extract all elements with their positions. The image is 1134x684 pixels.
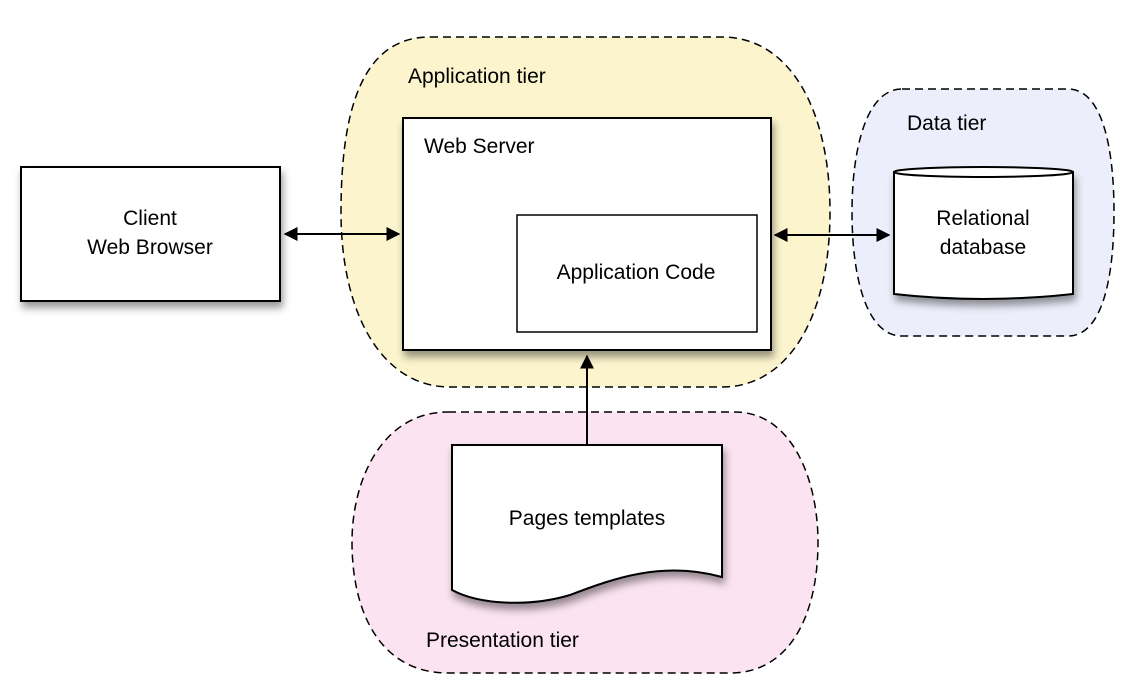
connectors	[283, 227, 891, 445]
database-label-line2: database	[940, 236, 1026, 259]
application-code-node: Application Code	[516, 214, 758, 333]
database-cylinder-body	[893, 171, 1074, 300]
web-server-label: Web Server	[424, 135, 535, 158]
application-code-label: Application Code	[557, 261, 716, 284]
pages-templates-node: Pages templates	[451, 444, 723, 604]
application-tier-label: Application tier	[408, 65, 546, 88]
pages-templates-document-shape	[451, 444, 723, 604]
client-label-line2: Web Browser	[87, 236, 213, 259]
web-server-node: Web Server Application Code	[402, 117, 772, 351]
application-code-box	[516, 214, 758, 333]
relational-database-node: Relational database	[893, 166, 1074, 300]
pages-templates-label: Pages templates	[509, 507, 665, 530]
client-web-browser-node: Client Web Browser	[20, 166, 281, 302]
database-label-line1: Relational	[936, 207, 1029, 230]
data-tier-label: Data tier	[907, 112, 986, 135]
presentation-tier-label: Presentation tier	[426, 629, 579, 652]
client-box	[20, 166, 281, 302]
client-label-line1: Client	[123, 207, 177, 230]
database-cylinder-top	[893, 166, 1074, 178]
